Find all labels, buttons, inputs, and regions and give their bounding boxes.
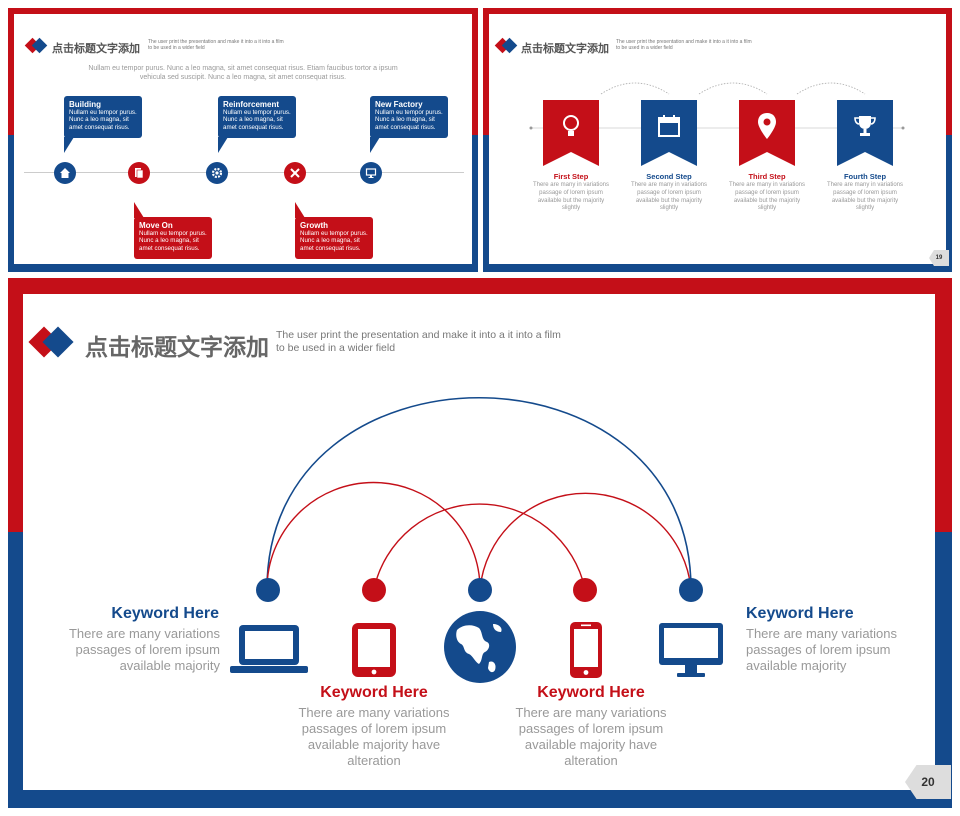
bubble-reinforcement: Reinforcement Nullam eu tempor purus. Nu… bbox=[218, 96, 296, 138]
step-title: Third Step bbox=[748, 172, 786, 181]
bubble-pointer bbox=[295, 202, 305, 218]
intro-line1: Nullam eu tempor purus. Nunc a leo magna… bbox=[88, 65, 398, 72]
timeline-node bbox=[360, 162, 382, 184]
bubble-building: Building Nullam eu tempor purus. Nunc a … bbox=[64, 96, 142, 138]
home-icon bbox=[60, 168, 70, 178]
bubble-body: Nullam eu tempor purus. Nunc a leo magna… bbox=[300, 230, 368, 252]
slide-devices: 点击标题文字添加 The user print the presentation… bbox=[8, 278, 952, 808]
bubble-body: Nullam eu tempor purus. Nunc a leo magna… bbox=[223, 109, 291, 131]
page-title: 点击标题文字添加 bbox=[52, 43, 140, 55]
node-dot bbox=[256, 578, 280, 602]
tablet-icon bbox=[352, 623, 396, 677]
bubble-body: Nullam eu tempor purus. Nunc a leo magna… bbox=[139, 230, 207, 252]
globe-icon bbox=[444, 611, 516, 683]
step-body: There are many in variations passage of … bbox=[630, 182, 708, 212]
tools-icon bbox=[290, 168, 300, 178]
subtitle-line1: The user print the presentation and make… bbox=[276, 329, 561, 341]
timeline-line bbox=[24, 172, 464, 173]
calendar-icon bbox=[658, 115, 680, 137]
document-icon bbox=[135, 168, 144, 179]
bubble-title: Building bbox=[69, 100, 101, 109]
bubble-pointer bbox=[64, 137, 74, 153]
slide-card: 点击标题文字添加 The user print the presentation… bbox=[23, 294, 935, 790]
timeline-node bbox=[128, 162, 150, 184]
intro-text: Nullam eu tempor purus. Nunc a leo magna… bbox=[34, 64, 452, 82]
bubble-body: Nullam eu tempor purus. Nunc a leo magna… bbox=[69, 109, 137, 131]
bubble-new-factory: New Factory Nullam eu tempor purus. Nunc… bbox=[370, 96, 448, 138]
bubble-pointer bbox=[134, 202, 144, 218]
slide-card: 点击标题文字添加 The user print the presentation… bbox=[14, 14, 472, 264]
laptop-icon bbox=[230, 625, 308, 673]
slide-card: 点击标题文字添加 The user print the presentation… bbox=[489, 14, 946, 264]
timeline-node bbox=[206, 162, 228, 184]
keyword-title: Keyword Here bbox=[320, 684, 428, 701]
keyword-body: There are many variations passages of lo… bbox=[68, 626, 220, 673]
keyword-title: Keyword Here bbox=[111, 605, 219, 622]
page-title: 点击标题文字添加 bbox=[85, 334, 269, 360]
subtitle-line2: to be used in a wider field bbox=[616, 45, 673, 51]
step-title: Fourth Step bbox=[843, 172, 887, 181]
connection-arcs bbox=[256, 397, 703, 602]
bubble-move-on: Move On Nullam eu tempor purus. Nunc a l… bbox=[134, 217, 212, 259]
step-title: Second Step bbox=[646, 172, 692, 181]
subtitle-line2: to be used in a wider field bbox=[276, 342, 396, 354]
bubble-title: New Factory bbox=[375, 100, 423, 109]
bubble-pointer bbox=[218, 137, 228, 153]
logo-icon bbox=[24, 37, 48, 54]
slide-steps: 点击标题文字添加 The user print the presentation… bbox=[483, 8, 952, 272]
trophy-icon bbox=[854, 116, 876, 136]
timeline-node bbox=[284, 162, 306, 184]
page-subtitle: The user print the presentation and make… bbox=[616, 39, 776, 51]
node-dot bbox=[468, 578, 492, 602]
page-title: 点击标题文字添加 bbox=[521, 43, 609, 55]
keyword-body: There are many variations passages of lo… bbox=[298, 705, 450, 768]
step-ribbon bbox=[641, 100, 697, 166]
node-dot bbox=[573, 578, 597, 602]
page-subtitle: The user print the presentation and make… bbox=[148, 39, 308, 51]
bubble-title: Growth bbox=[300, 221, 328, 230]
intro-line2: vehicula sed suscipit. Nunc a leo magna,… bbox=[139, 74, 347, 81]
subtitle-line1: The user print the presentation and make… bbox=[148, 39, 284, 45]
step-body: There are many in variations passage of … bbox=[532, 182, 610, 212]
subtitle-line1: The user print the presentation and make… bbox=[616, 39, 752, 45]
keyword-body: There are many variations passages of lo… bbox=[746, 626, 898, 673]
bubble-pointer bbox=[370, 137, 380, 153]
map-pin-icon bbox=[758, 113, 776, 139]
keyword-title: Keyword Here bbox=[746, 605, 854, 622]
gear-icon bbox=[211, 167, 223, 179]
step-title: First Step bbox=[553, 172, 589, 181]
bubble-growth: Growth Nullam eu tempor purus. Nunc a le… bbox=[295, 217, 373, 259]
bubble-title: Move On bbox=[139, 221, 173, 230]
bubble-body: Nullam eu tempor purus. Nunc a leo magna… bbox=[375, 109, 443, 131]
logo-icon bbox=[494, 37, 518, 54]
monitor-icon bbox=[365, 168, 377, 178]
step-body: There are many in variations passage of … bbox=[826, 182, 904, 212]
timeline-node bbox=[54, 162, 76, 184]
logo-icon bbox=[28, 326, 74, 358]
desktop-monitor-icon bbox=[659, 623, 723, 677]
page-number: 20 bbox=[905, 765, 951, 799]
slide-timeline: 点击标题文字添加 The user print the presentation… bbox=[8, 8, 478, 272]
bubble-title: Reinforcement bbox=[223, 100, 280, 109]
page-subtitle: The user print the presentation and make… bbox=[276, 329, 586, 355]
page-number: 19 bbox=[929, 250, 949, 266]
subtitle-line2: to be used in a wider field bbox=[148, 45, 205, 51]
keyword-body: There are many variations passages of lo… bbox=[515, 705, 667, 768]
node-dot bbox=[362, 578, 386, 602]
lightbulb-icon bbox=[563, 115, 579, 136]
step-body: There are many in variations passage of … bbox=[728, 182, 806, 212]
phone-icon bbox=[570, 622, 602, 678]
keyword-title: Keyword Here bbox=[537, 684, 645, 701]
node-dot bbox=[679, 578, 703, 602]
